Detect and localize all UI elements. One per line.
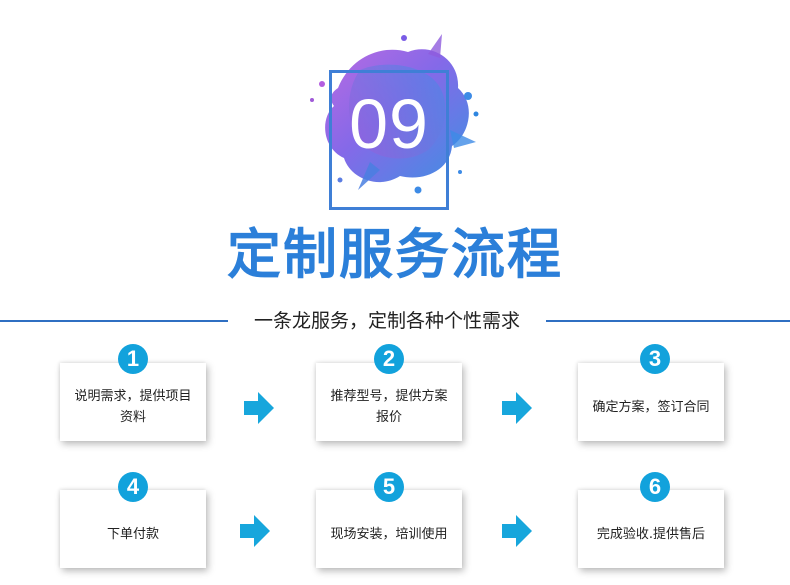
step-text: 推荐型号，提供方案报价 — [330, 389, 448, 425]
badge-number: 09 — [349, 85, 429, 163]
divider-left — [0, 320, 228, 322]
step-card-5: 现场安装，培训使用 — [316, 490, 462, 568]
number-badge: 09 — [300, 30, 485, 210]
step-card-4: 下单付款 — [60, 490, 206, 568]
page-title: 定制服务流程 — [227, 223, 563, 286]
step-number-badge-3: 3 — [640, 344, 670, 374]
arrow-right-icon — [502, 392, 532, 424]
step-number-badge-2: 2 — [374, 344, 404, 374]
arrow-right-icon — [502, 515, 532, 547]
step-number-badge-5: 5 — [374, 472, 404, 502]
step-text: 完成验收.提供售后 — [596, 526, 706, 542]
page-subtitle: 一条龙服务，定制各种个性需求 — [253, 310, 520, 332]
arrow-right-icon — [240, 515, 270, 547]
step-card-6: 完成验收.提供售后 — [578, 490, 724, 568]
step-card-2: 推荐型号，提供方案报价 — [316, 363, 462, 441]
step-card-1: 说明需求，提供项目资料 — [60, 363, 206, 441]
step-card-3: 确定方案，签订合同 — [578, 363, 724, 441]
step-text: 确定方案，签订合同 — [592, 399, 710, 415]
badge-frame — [329, 70, 449, 210]
step-text: 下单付款 — [106, 526, 159, 542]
step-number-badge-6: 6 — [640, 472, 670, 502]
watercolor-splash-icon — [310, 34, 479, 194]
divider-right — [546, 320, 790, 322]
step-text: 说明需求，提供项目资料 — [74, 389, 192, 425]
step-text: 现场安装，培训使用 — [330, 526, 448, 542]
arrow-right-icon — [244, 392, 274, 424]
step-number-badge-4: 4 — [118, 472, 148, 502]
step-number-badge-1: 1 — [118, 344, 148, 374]
